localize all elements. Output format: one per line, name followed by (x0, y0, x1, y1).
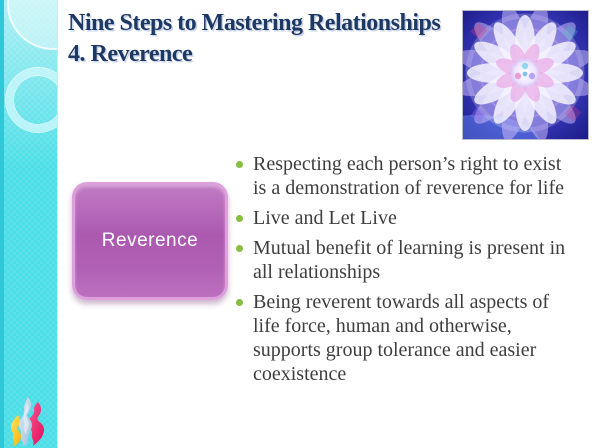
bullet-dot-icon (236, 161, 243, 168)
title-line-1: Nine Steps to Mastering Relationships (68, 10, 441, 36)
decorative-sidebar (0, 0, 58, 448)
bullet-text: Mutual benefit of learning is present in… (253, 237, 566, 283)
flame-logo-icon (9, 397, 49, 446)
title-line-2: 4. Reverence (68, 41, 193, 67)
bullet-dot-icon (236, 215, 243, 222)
bullet-text: Respecting each person’s right to exist … (253, 153, 564, 199)
bullet-dot-icon (236, 245, 243, 252)
reverence-shape: Reverence (72, 182, 228, 300)
list-item: Respecting each person’s right to exist … (232, 152, 584, 200)
bullet-text: Being reverent towards all aspects of li… (253, 291, 550, 385)
slide-title: Nine Steps to Mastering Relationships 4.… (68, 8, 460, 70)
list-item: Mutual benefit of learning is present in… (232, 236, 584, 284)
bullet-text: Live and Let Live (253, 207, 397, 229)
bullet-list: Respecting each person’s right to exist … (232, 152, 584, 392)
bubble-ring-icon (6, 68, 57, 132)
list-item: Being reverent towards all aspects of li… (232, 290, 584, 386)
reverence-shape-label: Reverence (101, 230, 199, 251)
bullet-dot-icon (236, 299, 243, 306)
list-item: Live and Let Live (232, 206, 584, 230)
mandala-image (462, 10, 589, 140)
